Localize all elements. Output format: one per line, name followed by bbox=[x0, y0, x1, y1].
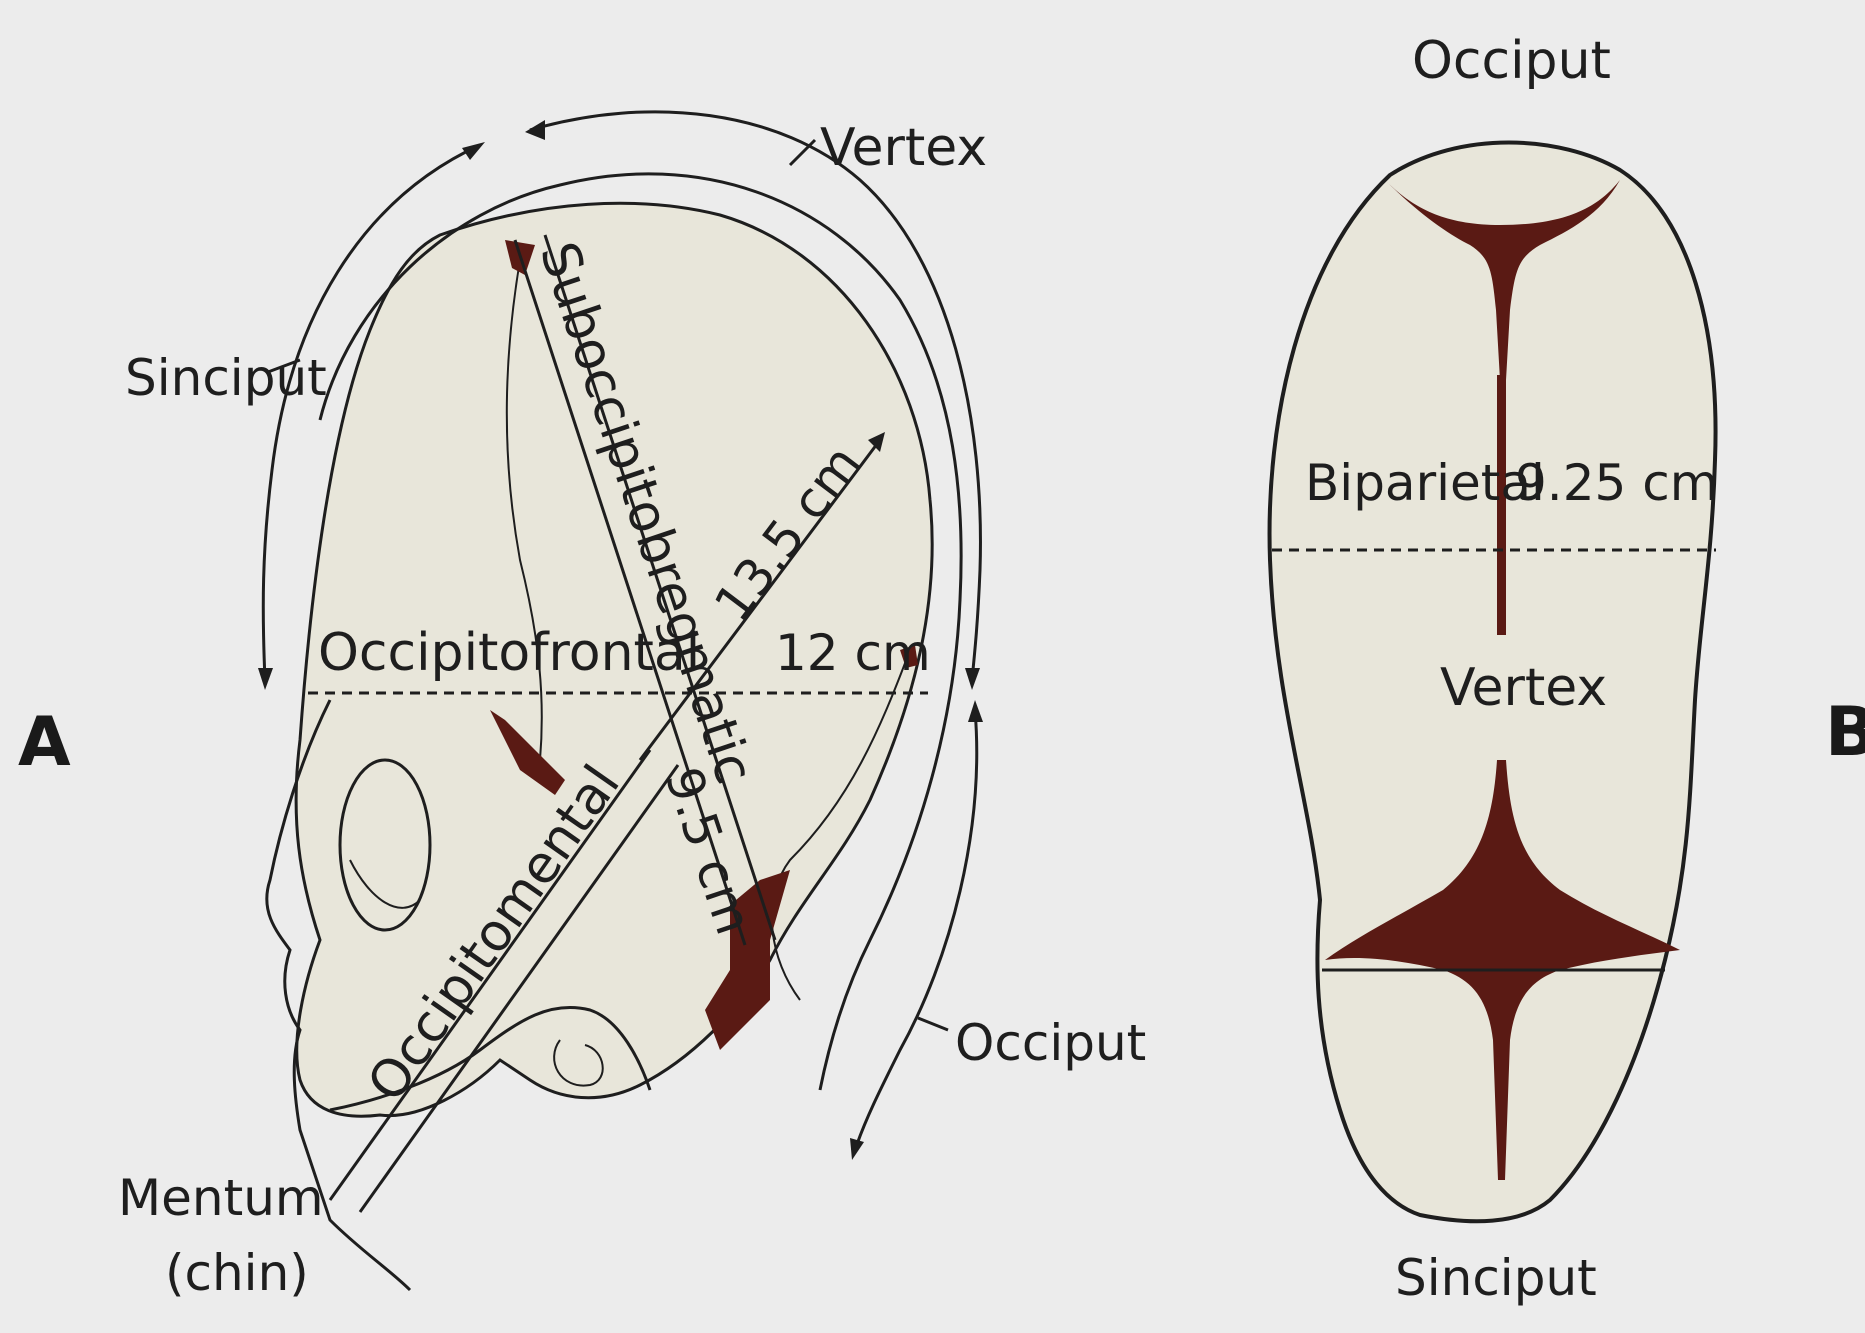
panel-letter-a: A bbox=[18, 703, 71, 782]
label-biparietal: Biparietal bbox=[1305, 454, 1545, 512]
label-dim-9-25: 9.25 cm bbox=[1515, 454, 1718, 512]
panel-letter-b: B bbox=[1825, 693, 1865, 772]
panel-b: Occiput Biparietal 9.25 cm Vertex Sincip… bbox=[1270, 31, 1865, 1307]
arrowhead-occiput-top bbox=[968, 700, 983, 722]
leader-occiput bbox=[918, 1018, 948, 1030]
label-vertex-b: Vertex bbox=[1440, 658, 1607, 718]
label-sinciput-b: Sinciput bbox=[1395, 1249, 1597, 1307]
arrowhead-vertex-top bbox=[525, 120, 545, 140]
label-dim-12: 12 cm bbox=[775, 624, 931, 682]
label-mentum: Mentum bbox=[118, 1169, 324, 1227]
arrowhead-occiput-bottom bbox=[850, 1138, 864, 1160]
label-sinciput-a: Sinciput bbox=[125, 349, 327, 407]
label-vertex-a: Vertex bbox=[820, 118, 987, 178]
label-occiput-b: Occiput bbox=[1412, 31, 1611, 91]
arrowhead-sinciput-top bbox=[462, 142, 485, 160]
label-occiput-a: Occiput bbox=[955, 1014, 1146, 1072]
arrowhead-vertex-bottom bbox=[965, 668, 980, 690]
label-chin: (chin) bbox=[165, 1244, 309, 1302]
arrowhead-sinciput-bottom bbox=[258, 668, 273, 690]
panel-a: Vertex Sinciput Occiput Mentum (chin) Oc… bbox=[18, 112, 1146, 1302]
label-occipitofrontal: Occipitofrontal bbox=[318, 623, 700, 683]
